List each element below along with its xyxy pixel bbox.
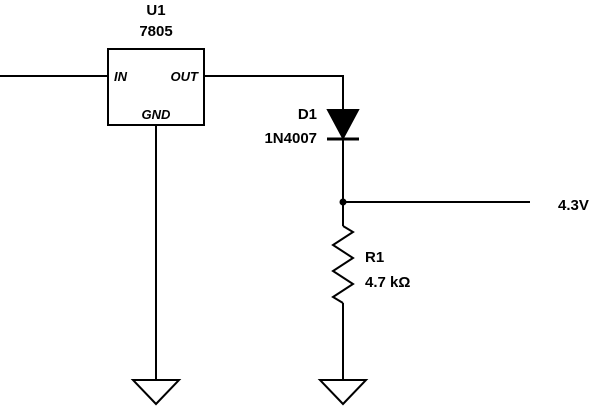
regulator-output-wire xyxy=(204,75,344,110)
regulator-designator: U1 xyxy=(146,2,165,19)
ground-symbol-resistor xyxy=(317,379,369,406)
diode-d1 xyxy=(326,109,360,141)
regulator-pin-out: OUT xyxy=(171,69,200,84)
resistor-r1 xyxy=(331,225,355,304)
resistor-value: 4.7 kΩ xyxy=(365,274,410,291)
resistor-designator: R1 xyxy=(365,249,384,266)
regulator-part-number: 7805 xyxy=(139,23,172,40)
regulator-pin-gnd: GND xyxy=(142,107,172,122)
diode-part-number: 1N4007 xyxy=(264,130,317,147)
regulator-pin-in: IN xyxy=(114,69,128,84)
output-voltage-label: 4.3V xyxy=(558,197,589,214)
ground-symbol-regulator xyxy=(130,379,182,406)
diode-designator: D1 xyxy=(298,106,317,123)
